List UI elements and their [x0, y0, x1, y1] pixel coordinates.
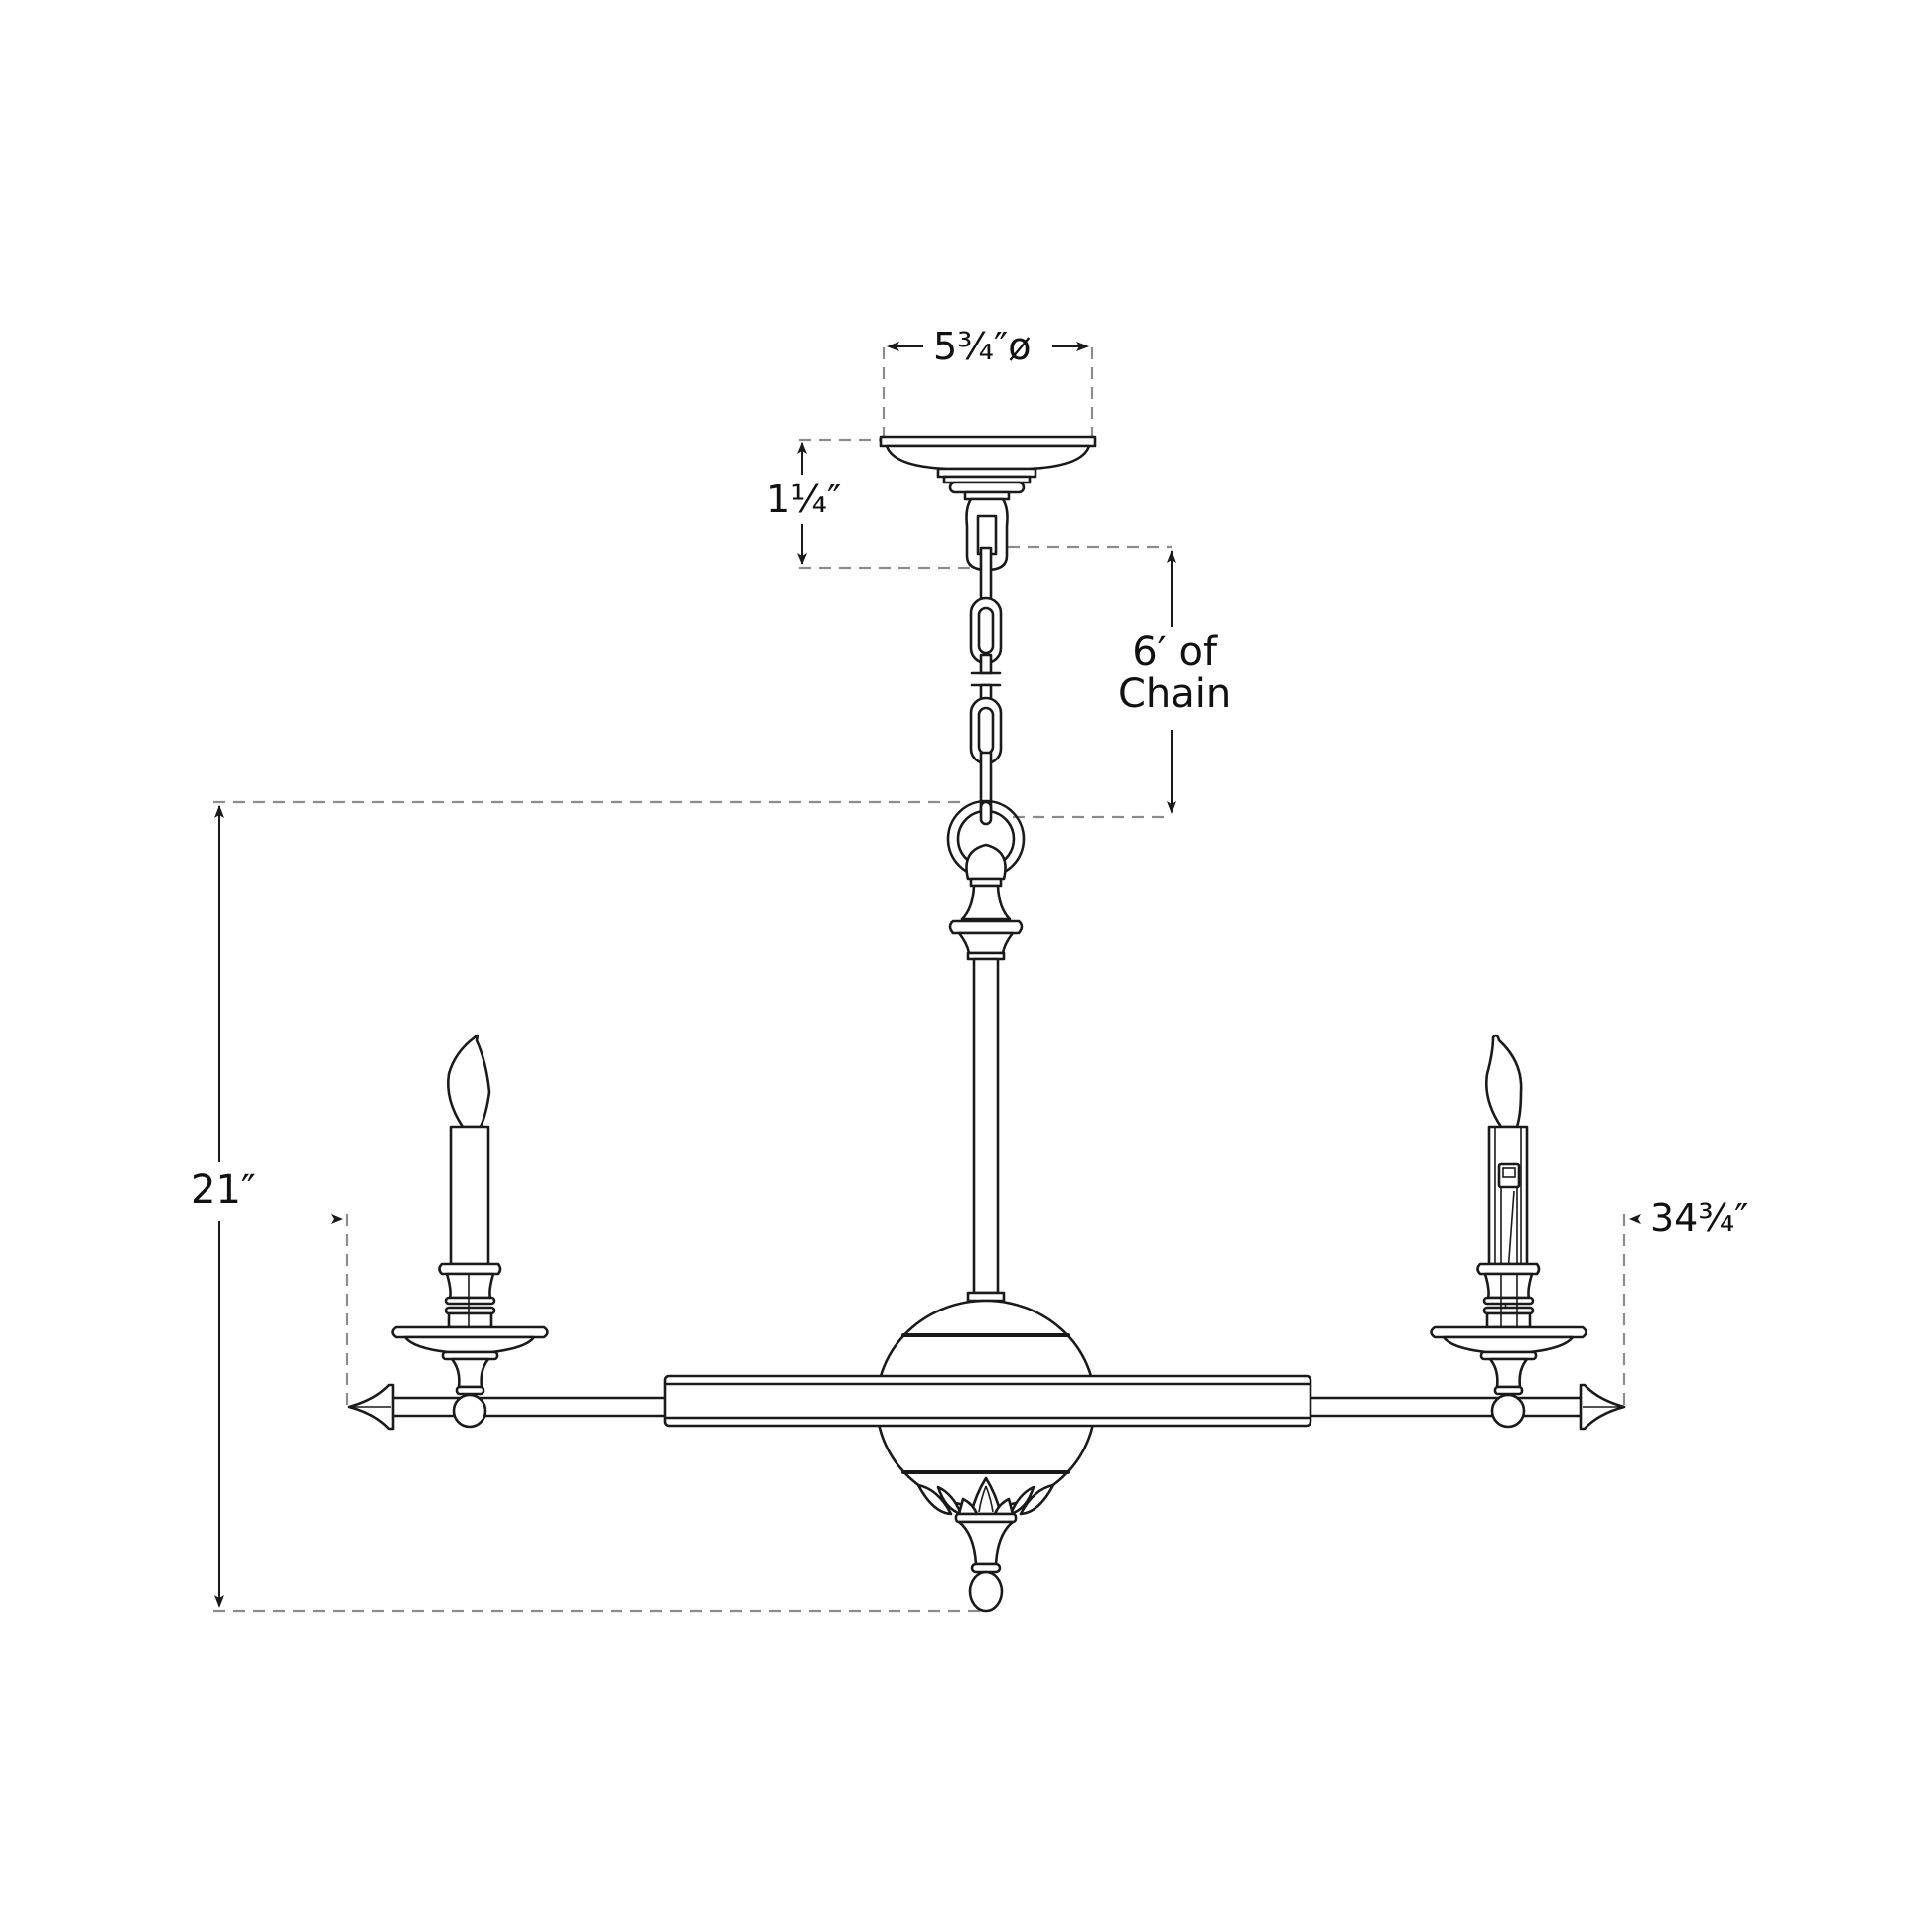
candle-right: [1430, 1034, 1587, 1429]
chain: [969, 546, 1003, 814]
loop: [946, 799, 1026, 881]
canopy-height-label: 1¼″: [762, 480, 846, 520]
dimension-lines: [213, 342, 1641, 1613]
overall-width-label: 34¾″: [1646, 1198, 1753, 1239]
chain-length-label: 6′ of Chain: [1114, 629, 1236, 717]
canopy: [879, 435, 1097, 572]
canopy-diameter-label: 5¾″ø: [929, 327, 1035, 367]
overall-height-label: 21″: [187, 1170, 260, 1211]
arm-bar: [347, 1374, 1626, 1431]
bottom-finial: [916, 1476, 1055, 1613]
stem: [948, 877, 1024, 1303]
candle-left: [391, 1034, 549, 1429]
chain-length-line1: 6′ of: [1132, 629, 1218, 675]
chain-length-line2: Chain: [1118, 671, 1232, 717]
